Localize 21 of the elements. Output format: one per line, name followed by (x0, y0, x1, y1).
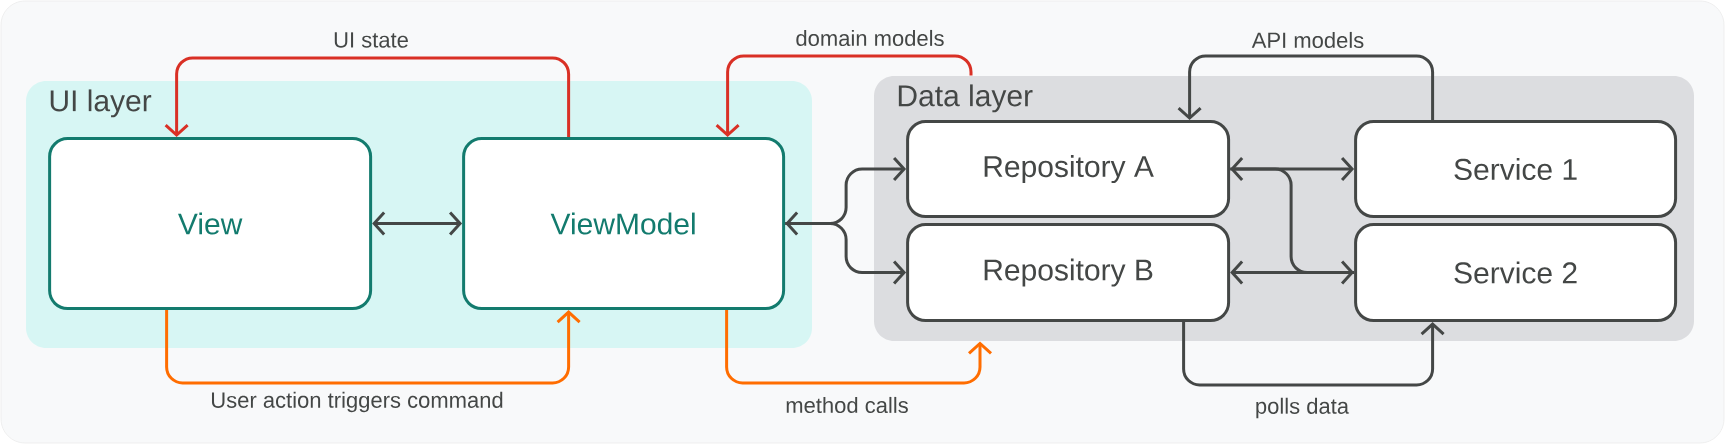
edge-label: User action triggers command (207, 388, 507, 416)
component-box: Repository B (906, 223, 1231, 323)
arrow (785, 222, 907, 285)
component-box: Service 1 (1354, 120, 1678, 219)
edge-label: method calls (782, 393, 912, 417)
arrow (1182, 322, 1445, 387)
arrow (165, 310, 581, 385)
arrow (164, 56, 571, 138)
component-box: ViewModel (462, 137, 786, 311)
arrow (1177, 54, 1435, 121)
component-box: Service 2 (1354, 223, 1678, 323)
arrow (725, 310, 992, 385)
edge-label: UI state (330, 29, 412, 51)
edge-label: polls data (1251, 394, 1353, 422)
edge-label: domain models (792, 26, 948, 50)
arrow (1230, 157, 1355, 182)
arrow (785, 157, 907, 236)
component-box: View (48, 137, 373, 311)
component-box: Repository A (906, 120, 1231, 219)
arrow (372, 211, 463, 236)
arrow (1230, 260, 1355, 285)
